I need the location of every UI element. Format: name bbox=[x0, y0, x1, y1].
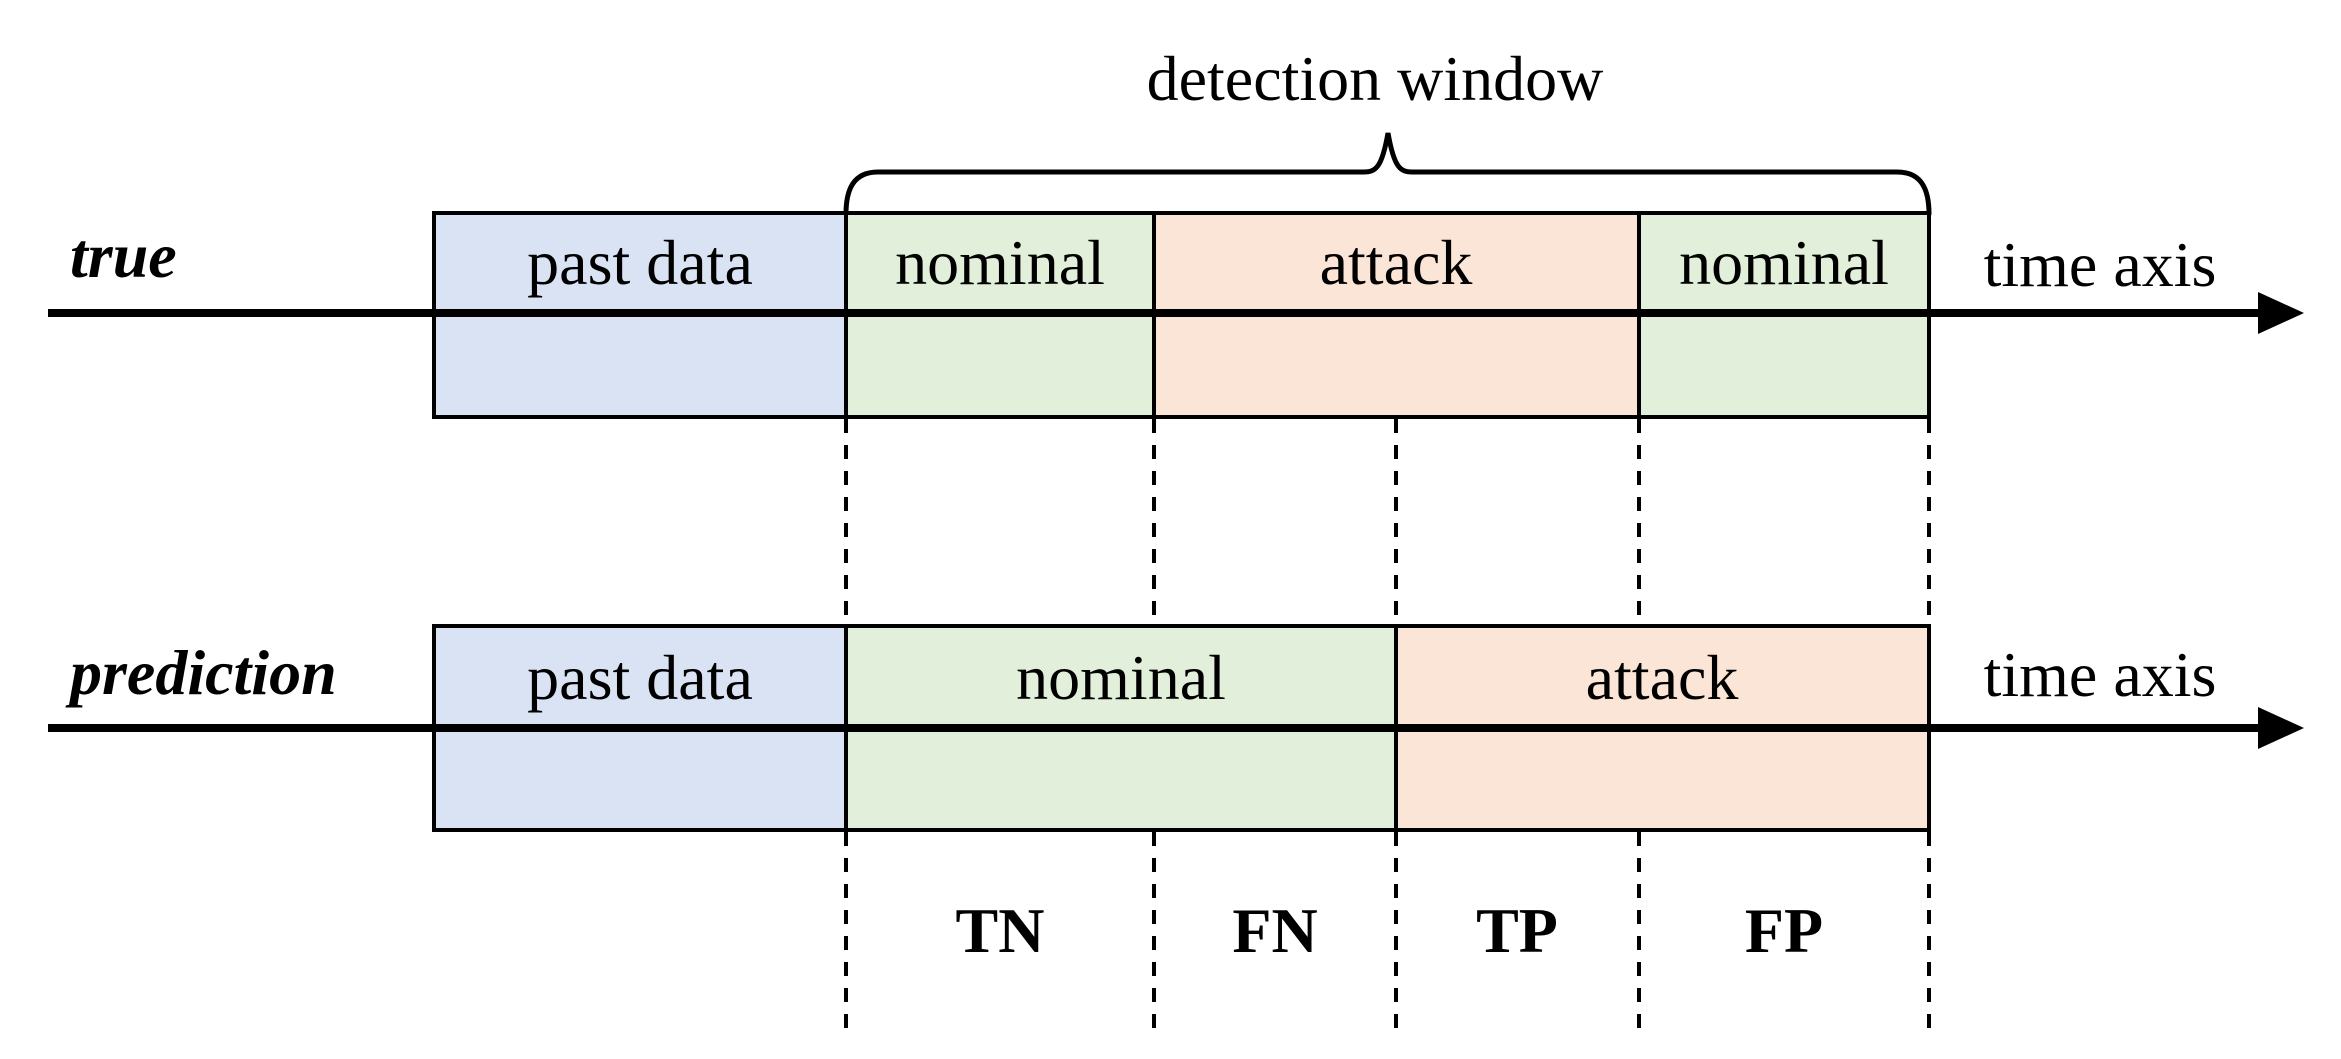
outcome-label-fp: FP bbox=[1745, 895, 1823, 966]
true-time-axis-arrowhead bbox=[2258, 292, 2304, 334]
detection-window-label: detection window bbox=[1147, 43, 1604, 114]
true-past-data-label: past data bbox=[527, 227, 753, 298]
true-row-label: true bbox=[70, 220, 177, 291]
true-nominal-before-label: nominal bbox=[895, 227, 1105, 298]
prediction-attack-label: attack bbox=[1586, 642, 1739, 713]
prediction-past-data-label: past data bbox=[527, 642, 753, 713]
outcome-label-tp: TP bbox=[1476, 895, 1558, 966]
prediction-time-axis-label: time axis bbox=[1984, 639, 2217, 710]
prediction-timeline-row: prediction past data nominal attack time… bbox=[48, 624, 2304, 832]
outcome-label-fn: FN bbox=[1232, 895, 1317, 966]
outcome-labels: TN FN TP FP bbox=[956, 895, 1824, 966]
true-attack-label: attack bbox=[1320, 227, 1473, 298]
prediction-nominal-label: nominal bbox=[1016, 642, 1226, 713]
outcome-label-tn: TN bbox=[956, 895, 1045, 966]
true-time-axis-label: time axis bbox=[1984, 229, 2217, 300]
boundary-dashed-lines-upper bbox=[844, 419, 1931, 624]
boundary-dashed-lines-lower bbox=[844, 832, 1931, 1040]
prediction-row-label: prediction bbox=[65, 637, 337, 708]
true-timeline-row: true past data nominal attack nominal ti… bbox=[48, 211, 2304, 419]
true-nominal-after-label: nominal bbox=[1679, 227, 1889, 298]
detection-window-brace bbox=[843, 132, 1932, 217]
prediction-time-axis-arrowhead bbox=[2258, 707, 2304, 749]
